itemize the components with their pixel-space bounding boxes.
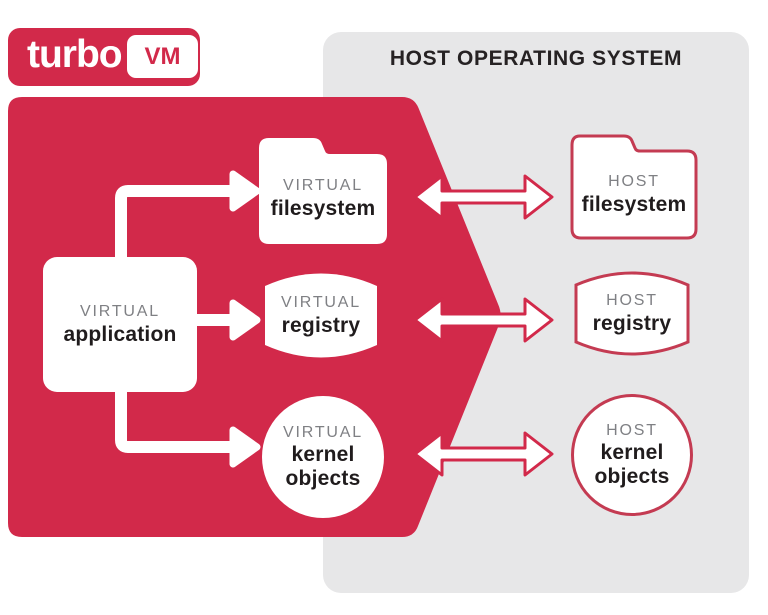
registry-hive-icon — [265, 273, 377, 358]
node-title: kernel — [291, 442, 355, 466]
sync-arrow-registry-icon — [413, 297, 554, 343]
node-label: HOST — [608, 173, 660, 191]
node-title: application — [63, 322, 177, 346]
node-virtual-kernel-objects: VIRTUAL kernel objects — [262, 396, 384, 518]
node-title: registry — [592, 311, 672, 335]
folder-icon — [259, 138, 387, 244]
node-title: kernel — [600, 440, 664, 464]
connector-arrowhead-top-icon — [229, 170, 261, 212]
node-title: registry — [281, 313, 361, 337]
host-os-title: HOST OPERATING SYSTEM — [389, 47, 683, 70]
node-virtual-registry: VIRTUAL registry — [259, 267, 383, 364]
connector-arrowhead-middle-icon — [229, 299, 261, 341]
node-host-filesystem: HOST filesystem — [568, 134, 700, 242]
registry-hive-outline-icon — [574, 271, 690, 356]
logo-brand-text: turbo — [27, 33, 123, 76]
node-title: objects — [285, 467, 361, 490]
turbo-vm-logo: turbo VM — [8, 28, 200, 86]
node-title: objects — [594, 465, 670, 488]
folder-outline-icon — [570, 134, 698, 240]
node-virtual-application: VIRTUAL application — [43, 257, 197, 392]
node-label: VIRTUAL — [283, 177, 363, 195]
node-label: HOST — [606, 291, 658, 309]
connector-arrowhead-bottom-icon — [229, 426, 261, 468]
node-host-kernel-objects: HOST kernel objects — [571, 394, 693, 516]
sync-arrow-filesystem-icon — [413, 174, 554, 220]
node-title: filesystem — [270, 197, 376, 221]
sync-arrow-kernel-icon — [413, 431, 554, 477]
node-label: VIRTUAL — [281, 293, 361, 311]
node-title: filesystem — [581, 193, 687, 217]
node-virtual-filesystem: VIRTUAL filesystem — [257, 138, 389, 246]
node-label: VIRTUAL — [283, 423, 363, 441]
node-label: HOST — [606, 421, 658, 439]
node-label: VIRTUAL — [80, 302, 160, 320]
logo-vm-badge: VM — [127, 35, 198, 78]
node-host-registry: HOST registry — [570, 265, 694, 362]
